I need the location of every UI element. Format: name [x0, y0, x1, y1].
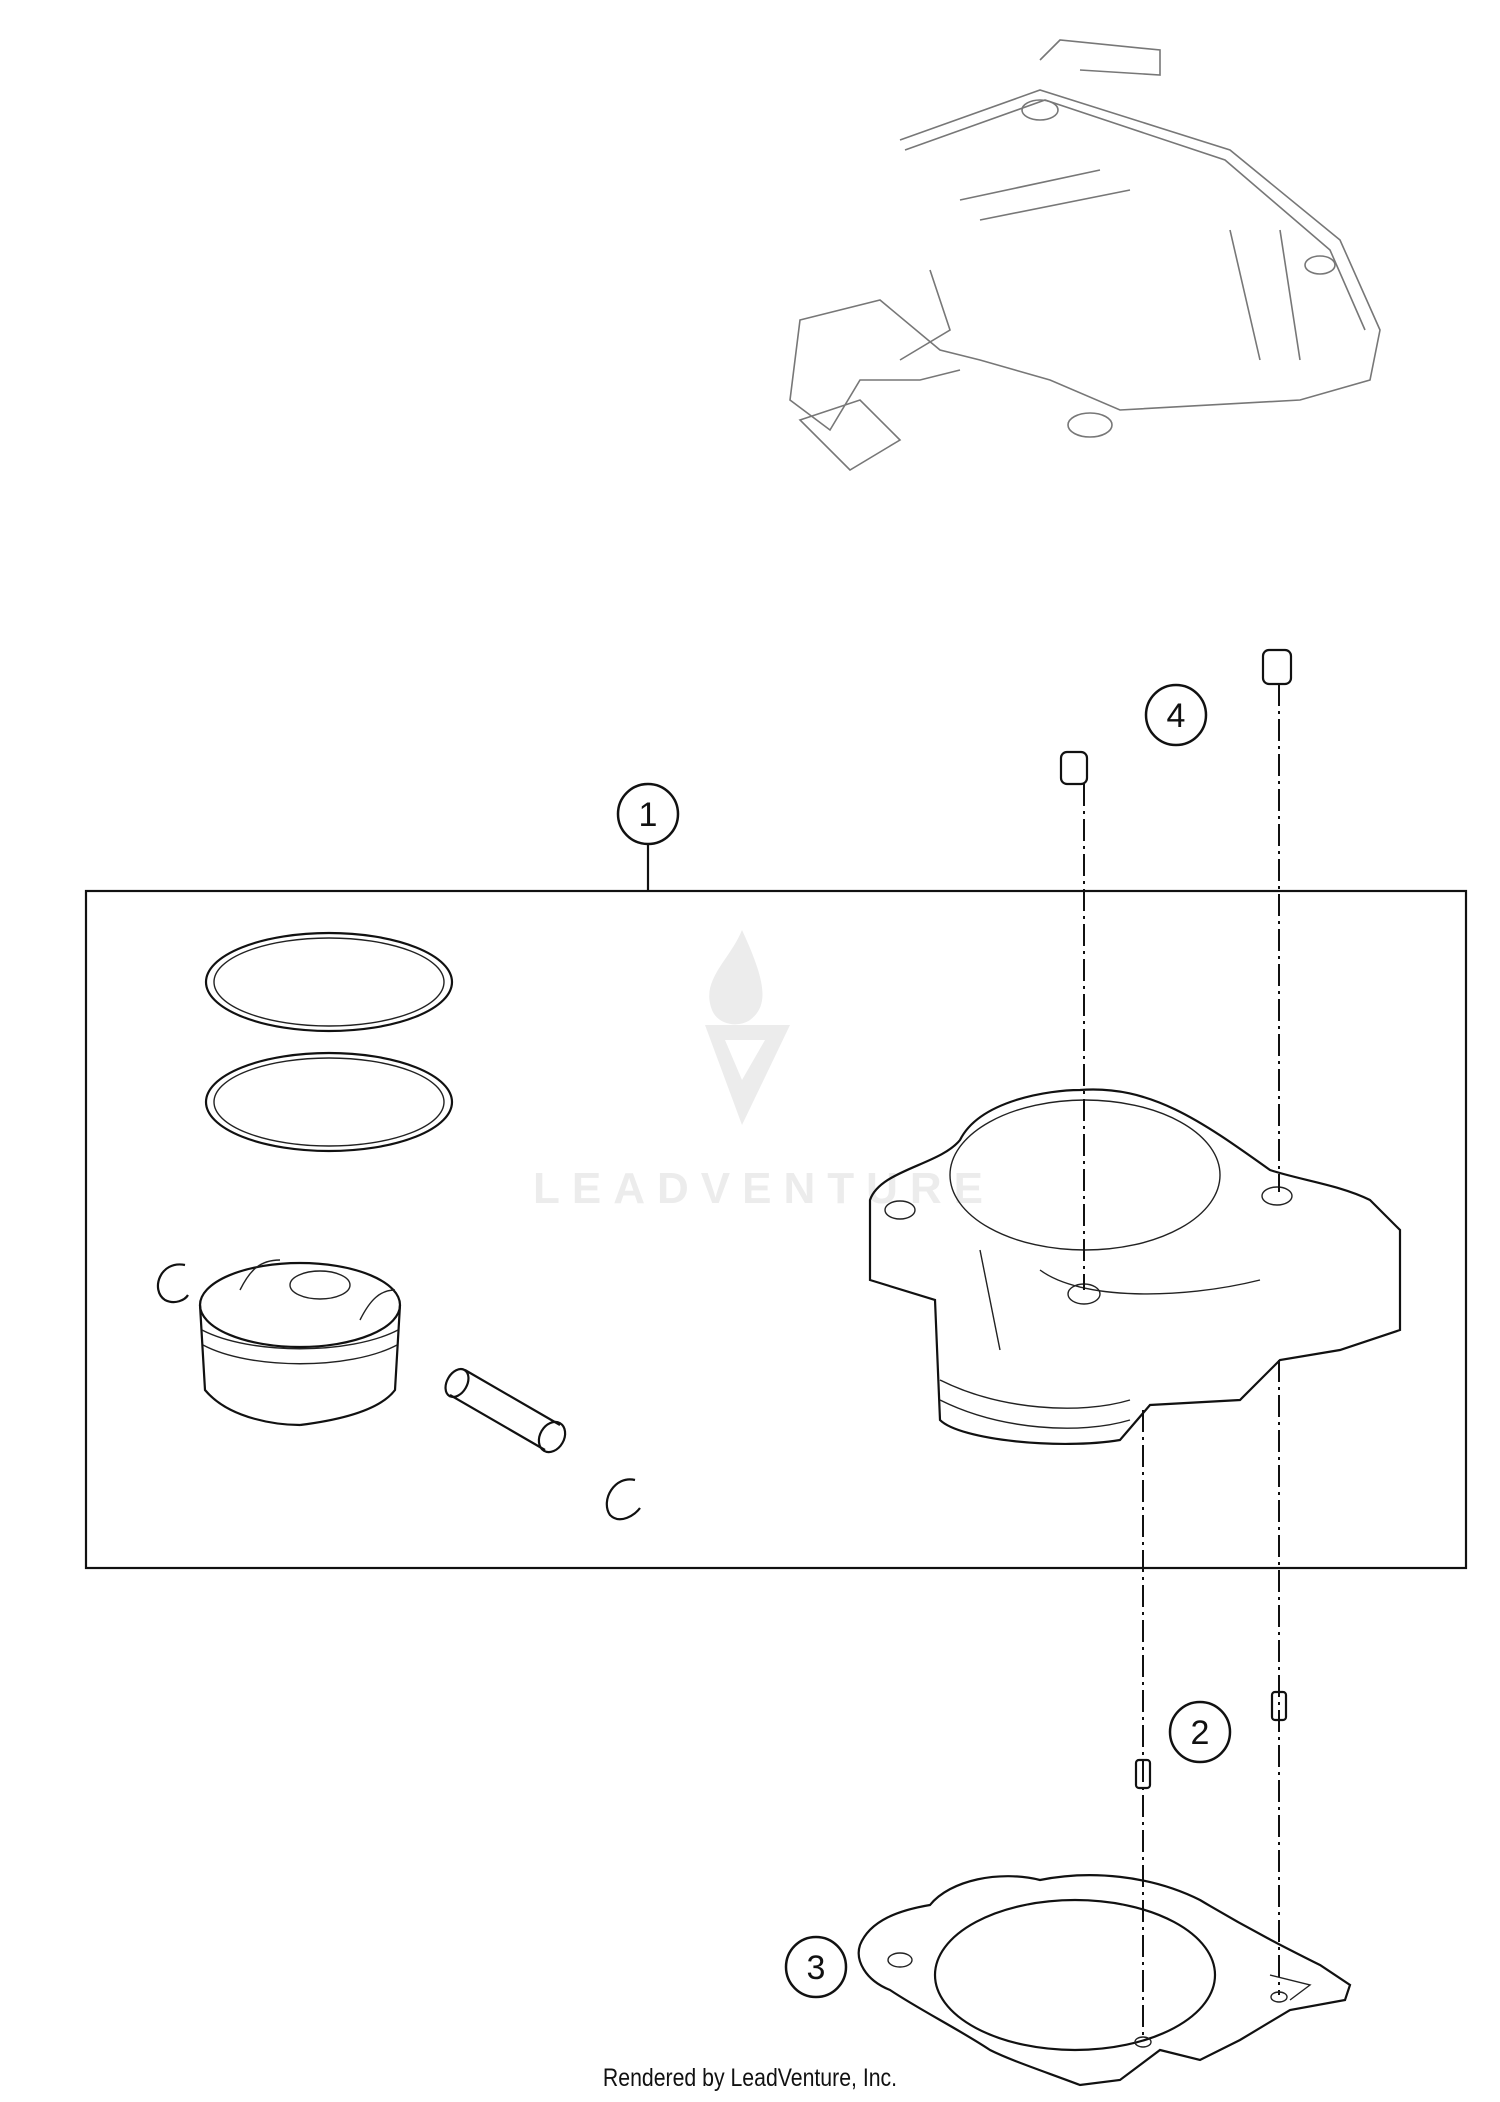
leadventure-watermark: LEADVENTURE [533, 930, 995, 1213]
dowel-pin-2 [1270, 1690, 1288, 1722]
svg-text:2: 2 [1191, 1714, 1210, 1752]
render-credit: Rendered by LeadVenture, Inc. [602, 2064, 898, 2092]
circlip-2 [605, 1478, 641, 1521]
circlip-1 [156, 1263, 189, 1304]
piston [198, 1259, 402, 1427]
svg-text:4: 4 [1167, 697, 1186, 735]
cylinder-head-illustration [789, 39, 1381, 472]
svg-text:3: 3 [807, 1949, 826, 1987]
dowel-sleeve-1 [1059, 750, 1089, 786]
cylinder-kit-box [84, 889, 1468, 1570]
callout-2[interactable]: 2 [1168, 1700, 1232, 1764]
watermark-text: LEADVENTURE [533, 1164, 995, 1213]
svg-text:1: 1 [639, 796, 658, 834]
callout-3[interactable]: 3 [784, 1935, 848, 1999]
cylinder [868, 1088, 1402, 1446]
cylinder-base-gasket [857, 1874, 1352, 2087]
dowel-sleeve-2 [1261, 648, 1293, 686]
dowel-pin-1 [1134, 1758, 1152, 1790]
callout-1[interactable]: 1 [616, 782, 680, 846]
piston-pin [444, 1367, 567, 1454]
piston-ring-2 [204, 1051, 454, 1153]
piston-ring-1 [204, 931, 454, 1033]
callout-4[interactable]: 4 [1144, 683, 1208, 747]
